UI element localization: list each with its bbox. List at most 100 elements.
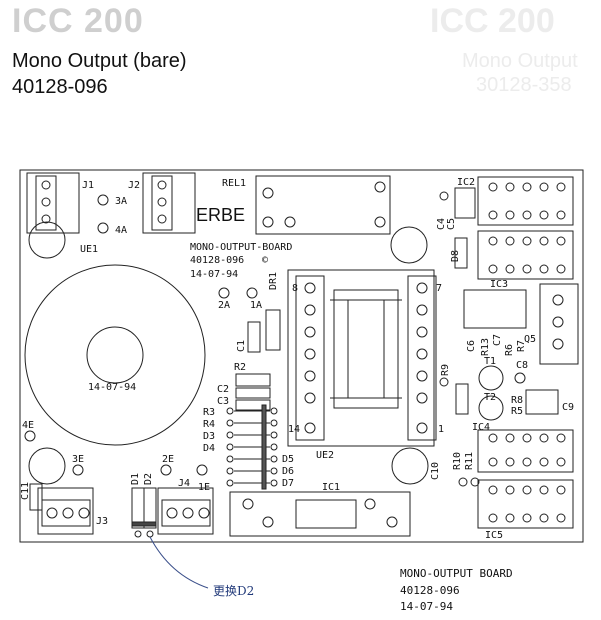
label-r3: R3 [203,407,215,418]
pad-c8 [514,372,526,384]
label-c4: C4 [436,218,447,230]
pad-4e [24,430,36,442]
label-c1: C1 [236,340,247,352]
label-r7: R7 [516,340,527,352]
label-d5: D5 [282,454,294,465]
pad-4a [97,222,109,234]
silkscreen-copyright: © [262,255,269,266]
label-pin1: 1 [438,424,444,435]
capacitor-c3 [235,399,271,411]
pad-1e [196,464,208,476]
chip-ic2 [454,187,476,219]
pad-1a [246,287,258,299]
label-d7: D7 [282,478,294,489]
capacitor-c9 [525,389,559,415]
label-ic4: IC4 [472,422,490,433]
capacitor-c1 [247,321,261,353]
pad-r9 [439,377,449,387]
inductor-dr1 [265,309,281,351]
label-1a: 1A [250,300,262,311]
label-4a: 4A [115,225,127,236]
label-r4: R4 [203,419,215,430]
label-r5: R5 [511,406,523,417]
label-d1: D1 [130,473,141,485]
page-subtitle: Mono Output (bare) [12,50,187,72]
pad-2e [160,464,172,476]
resistor-r2 [235,373,271,387]
transistor-t2 [478,395,504,421]
label-ic1: IC1 [322,482,340,493]
silkscreen-date: 14-07-94 [190,269,238,280]
pad-3a [97,194,109,206]
board-outline [19,169,584,543]
connector-j2 [142,172,196,234]
label-d6: D6 [282,466,294,477]
annotation-replace-d2: 更换D2 [213,584,255,598]
label-c8: C8 [516,360,528,371]
mounting-hole-bottom-left [28,447,66,485]
diodes-d1-d2 [131,487,157,538]
label-r2: R2 [234,362,246,373]
label-4e: 4E [22,420,34,431]
connector-right [539,283,579,365]
transformer-ue2 [287,269,437,447]
mounting-hole-top-right [390,226,428,264]
page-part-number: 40128-096 [12,76,108,98]
brand-erbe: ERBE [196,205,245,225]
label-c10: C10 [430,462,441,480]
label-r10: R10 [452,452,463,470]
capacitor-c11 [29,483,43,511]
label-j1: J1 [82,180,94,191]
pad-3e [72,464,84,476]
footer-part-number: 40128-096 [400,584,460,597]
label-q5: Q5 [524,334,536,345]
label-r6: R6 [504,344,515,356]
silkscreen-name: MONO-OUTPUT-BOARD [190,242,292,253]
component-ic4-pad [455,383,469,415]
ic-socket-top-1 [477,176,574,226]
label-c6: C6 [466,340,477,352]
label-j3: J3 [96,516,108,527]
diode-d8 [454,237,468,269]
chip-ic1 [229,491,411,537]
label-c11: C11 [20,482,31,500]
ghost-part-number: 30128-358 [476,74,572,96]
toroid-core [86,326,144,384]
pad-c4 [439,191,449,201]
label-3e: 3E [72,454,84,465]
label-c3: C3 [217,396,229,407]
label-r13: R13 [480,338,491,356]
label-2e: 2E [162,454,174,465]
label-ic5: IC5 [485,530,503,541]
label-ue1: UE1 [80,244,98,255]
silkscreen-part: 40128-096 [190,255,244,266]
label-3a: 3A [115,196,127,207]
pad-2a [218,287,230,299]
label-2a: 2A [218,300,230,311]
footer-date: 14-07-94 [400,600,453,613]
label-pin7: 7 [436,283,442,294]
chip-ic3 [463,289,527,329]
toroid-ue1 [24,264,206,446]
label-t1: T1 [484,356,496,367]
connector-j1 [26,172,80,234]
diode-array [226,404,278,490]
toroid-date: 14-07-94 [88,382,136,393]
label-d2: D2 [143,473,154,485]
label-c2: C2 [217,384,229,395]
label-d8: D8 [450,250,461,262]
annotation-leader-line [149,536,209,589]
transistor-t1 [478,365,504,391]
label-ic2: IC2 [457,177,475,188]
label-ic3: IC3 [490,279,508,290]
ic-socket-top-2 [477,230,574,280]
label-c9: C9 [562,402,574,413]
ic-socket-bottom-2 [477,479,574,529]
mounting-hole-bottom-right [391,447,429,485]
ghost-title: ICC 200 [430,2,555,40]
label-r11: R11 [464,452,475,470]
ic-socket-bottom-1 [477,429,574,473]
relay-rel1 [255,175,391,235]
connector-j3 [37,487,94,535]
